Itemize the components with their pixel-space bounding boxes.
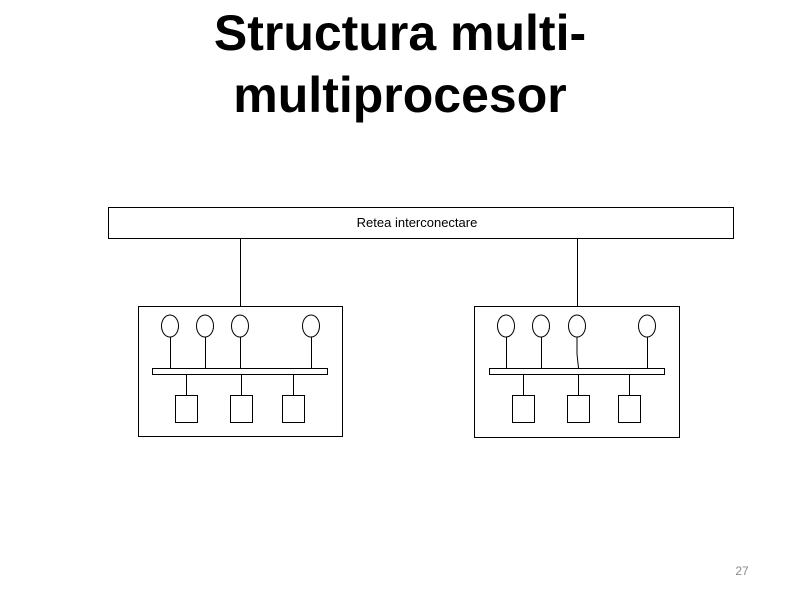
slide-page-number: 27 — [735, 564, 749, 578]
interconnect-network-box — [108, 207, 734, 239]
node-2-memory-1 — [512, 395, 535, 423]
node-1-processor-3 — [231, 314, 249, 338]
slide-title: Structura multi- multiprocesor — [0, 2, 800, 126]
interconnect-network-label: Retea interconectare — [357, 215, 478, 230]
node-1-processor-4 — [302, 314, 320, 338]
slide-title-line-2: multiprocesor — [233, 67, 567, 123]
node-1-bus — [152, 368, 328, 375]
slide-title-line-1: Structura multi- — [213, 5, 587, 61]
node-1-memory-2 — [230, 395, 253, 423]
node-1-memory-1 — [175, 395, 198, 423]
node-2-bus — [489, 368, 665, 375]
node-1-processor-1 — [161, 314, 179, 338]
node-2-processor-3-link — [576, 337, 579, 369]
node-2-memory-3 — [618, 395, 641, 423]
node-2-processor-3 — [568, 314, 586, 338]
multiprocessor-node-1 — [138, 306, 343, 437]
node-1-processor-2 — [196, 314, 214, 338]
node-2-processor-1 — [497, 314, 515, 338]
node-2-processor-2 — [532, 314, 550, 338]
multiprocessor-node-2 — [474, 306, 680, 438]
node-2-memory-2 — [567, 395, 590, 423]
node-1-memory-3 — [282, 395, 305, 423]
node-2-processor-4 — [638, 314, 656, 338]
